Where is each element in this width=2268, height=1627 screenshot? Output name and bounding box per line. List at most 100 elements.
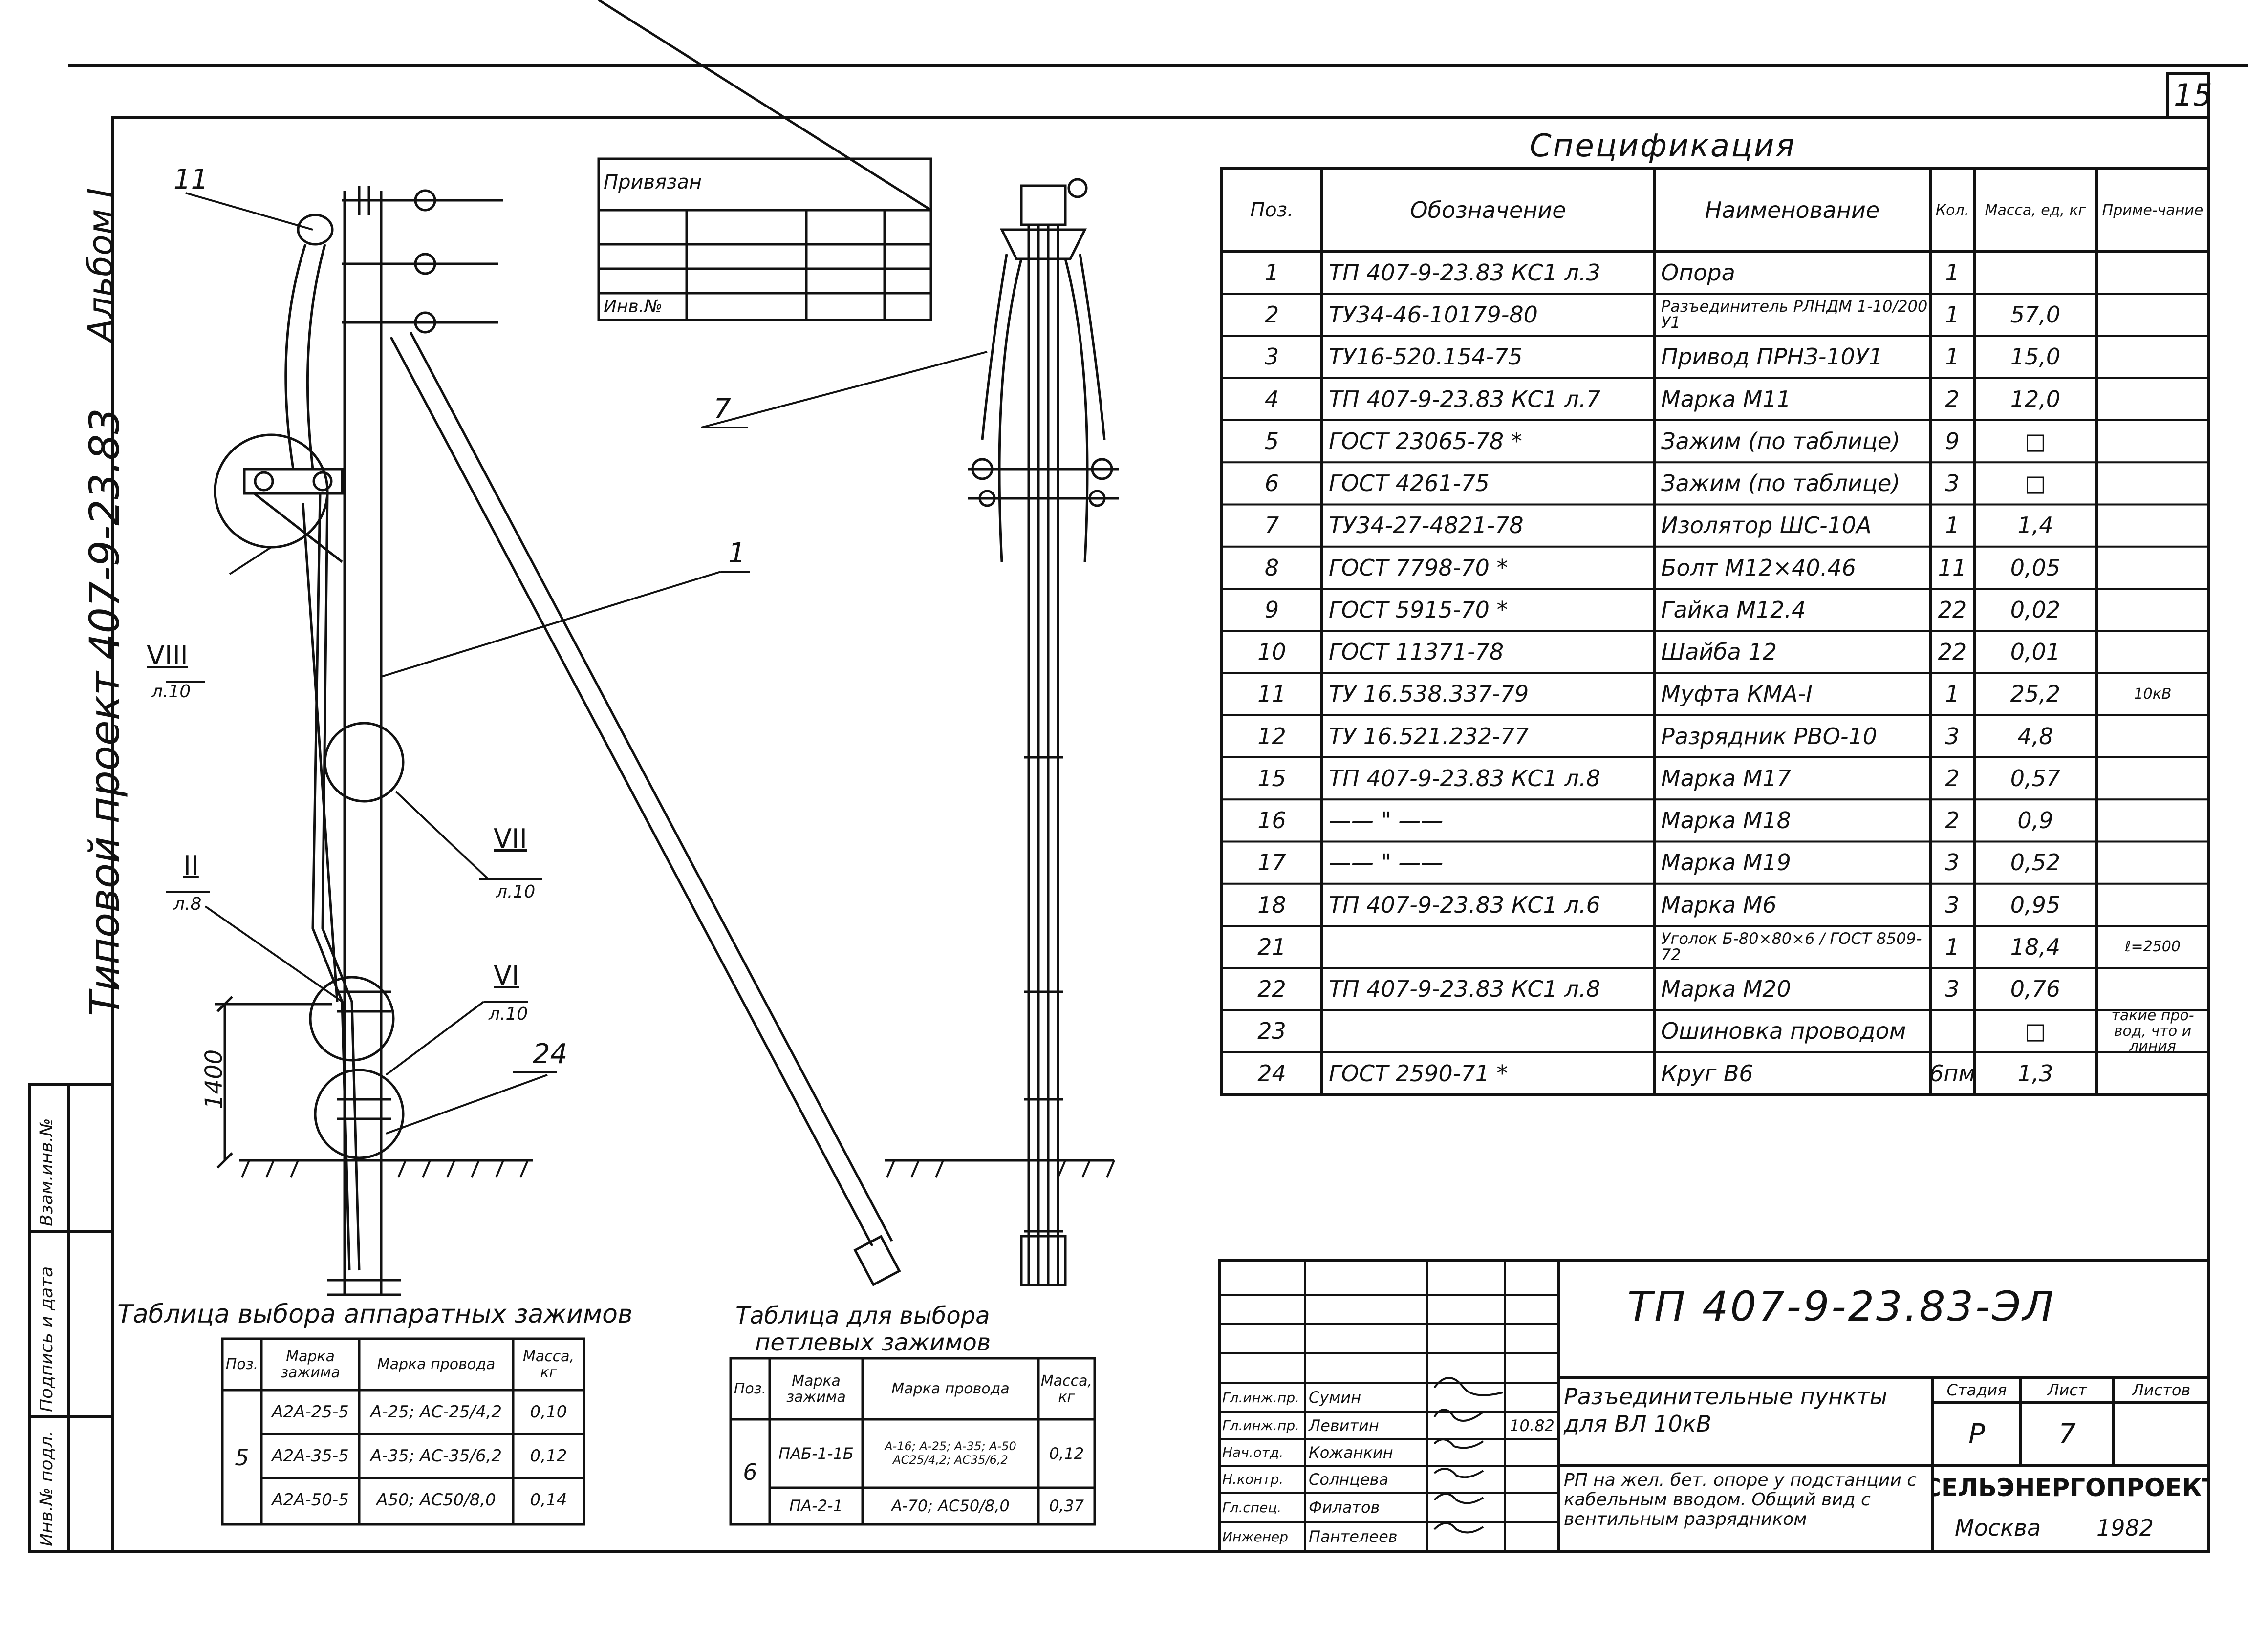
spec-cell: Шайба 12 <box>1661 639 1777 665</box>
spec-cell: Марка М19 <box>1661 849 1791 876</box>
spec-cell: □ <box>2025 1018 2046 1045</box>
sign-date: 10.82 <box>1510 1416 1555 1435</box>
binding-inv: Инв.№ <box>604 297 663 317</box>
signer-name: Кожанкин <box>1309 1443 1393 1462</box>
spec-cell: ТУ34-46-10179-80 <box>1329 301 1538 328</box>
callout-24: 24 <box>533 1038 568 1070</box>
loop-header-cell: Поз. <box>734 1380 767 1397</box>
spec-header-cell: Приме-чание <box>2102 201 2203 219</box>
spec-cell: 4,8 <box>2017 723 2053 749</box>
spec-cell <box>2096 378 2209 420</box>
apparatus-cell: А-35; АС-35/6,2 <box>370 1446 502 1466</box>
spec-cell <box>2096 336 2209 378</box>
spec-cell: 3 <box>1945 723 1960 749</box>
spec-cell: Марка М6 <box>1661 891 1777 918</box>
spec-cell: 22 <box>1938 596 1967 623</box>
spec-cell <box>2096 884 2209 926</box>
spec-cell: 22 <box>1938 639 1967 665</box>
spec-cell <box>2096 294 2209 336</box>
spec-cell: ГОСТ 11371-78 <box>1329 639 1504 665</box>
spec-cell: 2 <box>1945 385 1960 412</box>
loop-header-cell: Марка зажима <box>786 1372 846 1406</box>
stage-label: Стадия <box>1946 1381 2007 1399</box>
signer-name: Филатов <box>1309 1498 1380 1517</box>
spec-cell <box>2096 462 2209 504</box>
spec-cell: ℓ=2500 <box>2125 938 2181 956</box>
spec-cell: 0,76 <box>2010 976 2061 1003</box>
spec-cell <box>2096 968 2209 1010</box>
spec-cell: 4 <box>1264 385 1279 412</box>
spec-cell <box>1322 1010 1654 1052</box>
spec-cell: Зажим (по таблице) <box>1661 428 1901 454</box>
spec-cell: ТП 407-9-23.83 КС1 л.3 <box>1329 259 1600 286</box>
spec-cell <box>1974 252 2096 294</box>
signer-name: Левитин <box>1309 1416 1379 1435</box>
spec-cell: 3 <box>1945 470 1960 497</box>
spec-cell: Разрядник РВО-10 <box>1661 723 1878 749</box>
apparatus-cell: А2А-35-5 <box>272 1446 349 1466</box>
apparatus-cell: А50; АС50/8,0 <box>376 1490 496 1510</box>
spec-cell: ТП 407-9-23.83 КС1 л.6 <box>1329 891 1600 918</box>
spec-cell: 0,05 <box>2010 554 2061 581</box>
spec-cell <box>2096 631 2209 673</box>
spec-cell: 11 <box>1257 681 1286 707</box>
spec-cell: 5 <box>1264 428 1279 454</box>
binding-title: Привязан <box>604 171 702 193</box>
loop-header-cell: Марка провода <box>891 1380 1010 1397</box>
spec-cell: 9 <box>1945 428 1960 454</box>
signer-role: Нач.отд. <box>1222 1444 1284 1460</box>
spec-cell: Уголок Б-80×80×6 / ГОСТ 8509-72 <box>1661 929 1922 964</box>
loop-pos: 6 <box>743 1458 757 1485</box>
spec-cell: 16 <box>1257 807 1286 834</box>
spec-cell: 1,4 <box>2017 512 2053 539</box>
apparatus-header-cell: Масса, кг <box>522 1348 575 1381</box>
apparatus-cell: 0,10 <box>530 1402 567 1422</box>
spec-cell: 0,95 <box>2010 891 2061 918</box>
spec-cell: 10 <box>1257 639 1286 665</box>
spec-cell: 24 <box>1257 1060 1286 1087</box>
spec-cell <box>2096 799 2209 841</box>
spec-cell <box>2096 547 2209 589</box>
spec-cell: Марка М18 <box>1661 807 1791 834</box>
spec-cell: Болт М12×40.46 <box>1661 554 1856 581</box>
org-name: СЕЛЬЭНЕРГОПРОЕКТ <box>1933 1474 2209 1502</box>
sheets-value <box>2114 1402 2209 1466</box>
spec-cell: 0,9 <box>2017 807 2053 834</box>
callout-7: 7 <box>713 393 731 425</box>
loop-cell: 0,12 <box>1049 1444 1084 1463</box>
doc-code: ТП 407-9-23.83-ЭЛ <box>1627 1283 2056 1330</box>
spec-cell: ГОСТ 2590-71 * <box>1329 1060 1508 1087</box>
spec-cell: 0,01 <box>2010 639 2061 665</box>
spec-header-cell: Поз. <box>1250 199 1294 221</box>
spec-cell: 3 <box>1945 891 1960 918</box>
signer-role: Н.контр. <box>1222 1471 1284 1487</box>
loop-cell: А-16; А-25; А-35; А-50 АС25/4,2; АС35/6,… <box>885 1439 1016 1467</box>
spec-cell: —— " —— <box>1329 807 1444 834</box>
spec-cell: 1 <box>1945 681 1960 707</box>
spec-cell: 3 <box>1945 976 1960 1003</box>
spec-cell: 7 <box>1264 512 1279 539</box>
spec-cell: 10кВ <box>2134 685 2172 703</box>
spec-cell: ГОСТ 7798-70 * <box>1329 554 1508 581</box>
spec-cell <box>2096 757 2209 799</box>
spec-cell: ГОСТ 4261-75 <box>1329 470 1490 497</box>
spec-cell <box>2096 715 2209 757</box>
spec-cell <box>2096 842 2209 884</box>
loop-cell: 0,37 <box>1049 1497 1084 1516</box>
signer-role: Гл.инж.пр. <box>1222 1389 1300 1406</box>
callout-vi: VI <box>494 960 519 991</box>
spec-cell: 11 <box>1938 554 1967 581</box>
spec-cell: 1 <box>1945 933 1960 960</box>
spec-cell: Опора <box>1661 259 1735 286</box>
year: 1982 <box>2096 1515 2154 1541</box>
callout-ii: II <box>183 850 199 881</box>
spec-cell <box>2096 1052 2209 1094</box>
loop-header-cell: Масса, кг <box>1040 1372 1093 1406</box>
spec-cell: ГОСТ 23065-78 * <box>1329 428 1522 454</box>
callout-viii: VIII <box>147 640 188 671</box>
spec-cell: 8 <box>1264 554 1279 581</box>
spec-cell: 3 <box>1264 343 1279 370</box>
spec-title: Спецификация <box>1530 128 1796 164</box>
apparatus-header-cell: Марка зажима <box>281 1348 340 1381</box>
